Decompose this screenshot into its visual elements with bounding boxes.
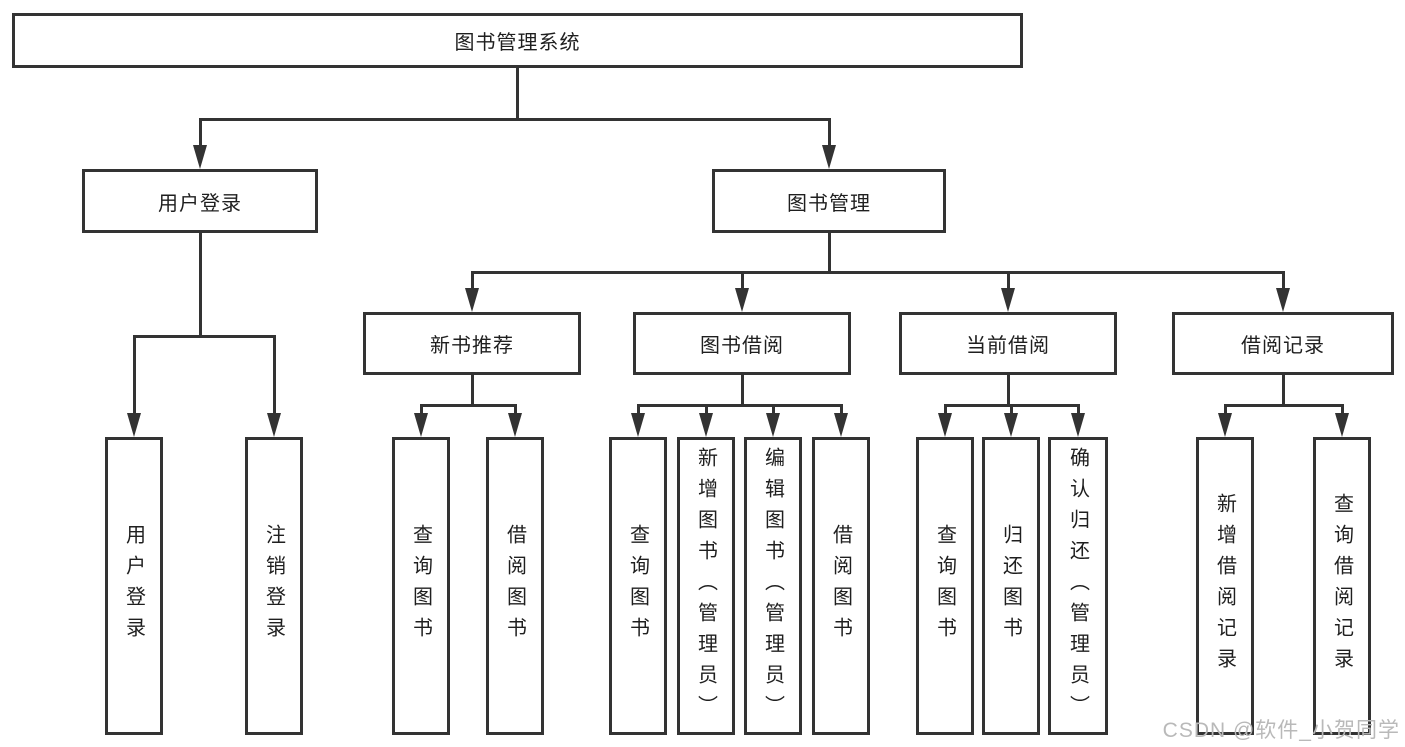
connector-line bbox=[1010, 404, 1013, 416]
connector-line bbox=[471, 271, 474, 290]
leaf-query-borrow-record: 查询借阅记录 bbox=[1313, 437, 1371, 735]
leaf-user-login: 用户登录 bbox=[105, 437, 163, 735]
connector-line bbox=[471, 271, 1284, 274]
connector-line bbox=[828, 233, 831, 273]
csdn-watermark: CSDN @软件_小贺同学 bbox=[1162, 719, 1400, 742]
arrow-down-icon bbox=[735, 288, 749, 312]
node-current-borrow: 当前借阅 bbox=[899, 312, 1117, 375]
connector-line bbox=[772, 404, 775, 416]
connector-line bbox=[514, 404, 517, 416]
connector-line bbox=[1282, 271, 1285, 290]
connector-line bbox=[637, 404, 843, 407]
leaf-logout: 注销登录 bbox=[245, 437, 303, 735]
leaf-query-books-current: 查询图书 bbox=[916, 437, 974, 735]
connector-line bbox=[741, 375, 744, 406]
connector-line bbox=[637, 404, 640, 416]
leaf-add-borrow-record: 新增借阅记录 bbox=[1196, 437, 1254, 735]
leaf-confirm-return-admin: 确认归还（管理员） bbox=[1048, 437, 1108, 735]
arrow-down-icon bbox=[267, 413, 281, 437]
node-book-borrow: 图书借阅 bbox=[633, 312, 851, 375]
connector-line bbox=[1341, 404, 1344, 416]
arrow-down-icon bbox=[699, 413, 713, 437]
arrow-down-icon bbox=[1276, 288, 1290, 312]
connector-line bbox=[705, 404, 708, 416]
connector-line bbox=[420, 404, 423, 416]
connector-line bbox=[828, 118, 831, 147]
arrow-down-icon bbox=[938, 413, 952, 437]
arrow-down-icon bbox=[1335, 413, 1349, 437]
connector-line bbox=[199, 233, 202, 338]
connector-line bbox=[420, 404, 517, 407]
connector-line bbox=[199, 118, 831, 121]
leaf-borrow-books-recommend: 借阅图书 bbox=[486, 437, 544, 735]
leaf-query-books-recommend: 查询图书 bbox=[392, 437, 450, 735]
connector-line bbox=[1282, 375, 1285, 406]
connector-line bbox=[133, 335, 276, 338]
connector-line bbox=[471, 375, 474, 406]
arrow-down-icon bbox=[508, 413, 522, 437]
node-book-management: 图书管理 bbox=[712, 169, 946, 233]
arrow-down-icon bbox=[193, 145, 207, 169]
connector-line bbox=[1077, 404, 1080, 416]
connector-line bbox=[840, 404, 843, 416]
arrow-down-icon bbox=[414, 413, 428, 437]
arrow-down-icon bbox=[766, 413, 780, 437]
arrow-down-icon bbox=[1004, 413, 1018, 437]
connector-line bbox=[1007, 271, 1010, 290]
leaf-borrow-books: 借阅图书 bbox=[812, 437, 870, 735]
connector-line bbox=[944, 404, 947, 416]
node-user-login: 用户登录 bbox=[82, 169, 318, 233]
connector-line bbox=[199, 118, 202, 147]
connector-line bbox=[1007, 375, 1010, 406]
connector-line bbox=[741, 271, 744, 290]
connector-line bbox=[1224, 404, 1344, 407]
arrow-down-icon bbox=[1071, 413, 1085, 437]
node-borrow-records: 借阅记录 bbox=[1172, 312, 1394, 375]
node-new-book-recommend: 新书推荐 bbox=[363, 312, 581, 375]
connector-line bbox=[273, 335, 276, 415]
leaf-add-books-admin: 新增图书（管理员） bbox=[677, 437, 735, 735]
connector-line bbox=[1224, 404, 1227, 416]
arrow-down-icon bbox=[822, 145, 836, 169]
leaf-edit-books-admin: 编辑图书（管理员） bbox=[744, 437, 802, 735]
arrow-down-icon bbox=[834, 413, 848, 437]
leaf-return-books: 归还图书 bbox=[982, 437, 1040, 735]
leaf-query-books-borrow: 查询图书 bbox=[609, 437, 667, 735]
node-root: 图书管理系统 bbox=[12, 13, 1023, 68]
arrow-down-icon bbox=[1218, 413, 1232, 437]
arrow-down-icon bbox=[631, 413, 645, 437]
connector-line bbox=[516, 68, 519, 118]
arrow-down-icon bbox=[127, 413, 141, 437]
arrow-down-icon bbox=[465, 288, 479, 312]
connector-line bbox=[133, 335, 136, 415]
arrow-down-icon bbox=[1001, 288, 1015, 312]
